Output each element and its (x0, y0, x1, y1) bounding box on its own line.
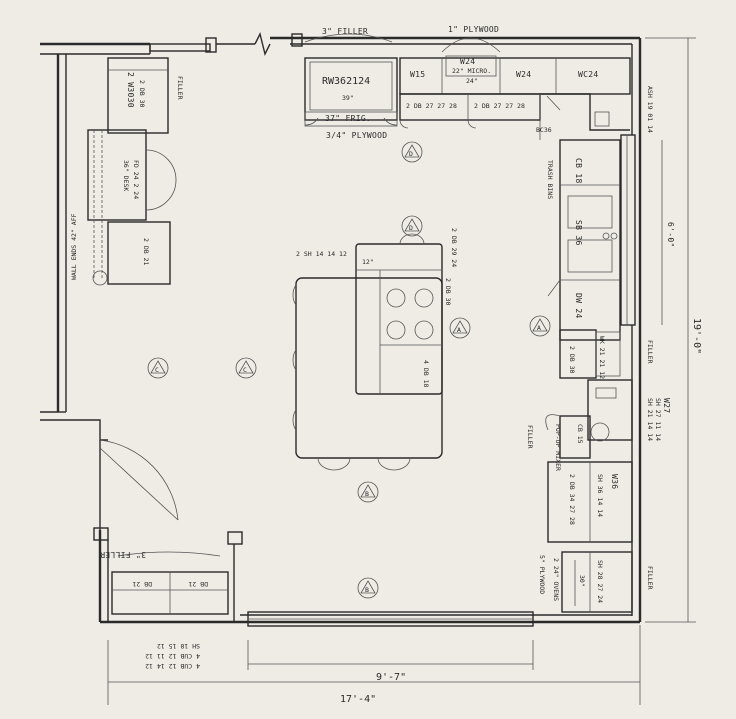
label-db21-left: 2 DB 21 (142, 238, 150, 265)
label-w27: W27 (662, 398, 671, 413)
island (292, 233, 443, 471)
label-bc36: BC36 (536, 126, 552, 134)
svg-text:B: B (365, 586, 369, 594)
left-wall-cabinets (87, 57, 177, 286)
svg-text:D: D (409, 150, 413, 158)
label-db21-b: DB 21 (188, 580, 208, 588)
label-sb36: SB 36 (574, 220, 583, 246)
label-w3030: 2 W3030 (126, 72, 135, 108)
label-desk: 36" DESK (122, 160, 130, 191)
dim-sink-wall: 6'-0" (666, 222, 675, 248)
label-w24-micro: W24 (460, 57, 475, 66)
right-wall-cabinets (545, 139, 633, 613)
label-cb18: CB 18 (574, 158, 583, 184)
label-fridge-37: 37" FRIG. (325, 114, 371, 123)
label-island-12: 12" (362, 258, 374, 266)
label-db-34: 2 DB 34 27 28 (568, 474, 576, 525)
dim-overall-width: 17'-4" (340, 694, 376, 705)
label-micro-22: 22" MICRO. (452, 67, 491, 75)
label-filler-bottom: 3" FILLER (100, 550, 146, 559)
section-mark-a-right: A (529, 315, 551, 337)
section-mark-c-left: C (147, 357, 169, 379)
label-wk: WK 21 21 12 (598, 336, 606, 379)
label-ovens: 2 24" OVENS (552, 558, 560, 601)
label-popup-mixer: POP-UP MIXER (554, 424, 562, 471)
svg-text:D: D (409, 224, 413, 232)
dimension-lines (107, 37, 696, 705)
label-db30-left: 2 DB 30 (138, 80, 146, 107)
svg-text:B: B (365, 490, 369, 498)
label-sh21: SH 21 14 14 (646, 398, 654, 441)
section-mark-d-top: D (401, 141, 423, 163)
section-mark-a-island: A (449, 317, 471, 339)
label-fridge-39: 39" (342, 94, 354, 102)
label-sh28: SH 28 27 24 (596, 560, 604, 603)
label-sh27: SH 27 11 14 (654, 398, 662, 441)
dim-window-width: 9'-7" (376, 672, 406, 683)
label-wc24: WC24 (578, 70, 598, 79)
svg-text:C: C (243, 366, 247, 374)
label-db30-right: 2 DB 30 (568, 346, 576, 373)
label-filler-right2: FILLER (646, 566, 654, 590)
label-plywood-34: 3/4" PLYWOOD (326, 131, 387, 140)
label-plywood-1in: 1" PLYWOOD (448, 25, 499, 34)
label-island-db30: 2 DB 30 (444, 278, 452, 305)
label-w24: W24 (516, 70, 531, 79)
label-w15: W15 (410, 70, 425, 79)
section-marks: D D A A C C B B (147, 141, 551, 599)
label-island-4db: 4 DB 18 (422, 360, 430, 387)
label-ash: ASH 19 01 14 (646, 86, 654, 133)
svg-text:C: C (155, 366, 159, 374)
bench-cabinets (111, 551, 229, 615)
top-wall-cabinets (304, 33, 631, 140)
label-db21-a: DB 21 (132, 580, 152, 588)
label-sh36: SH 36 14 14 (596, 474, 604, 517)
label-bottom-note-1: SH 18 15 12 (157, 642, 200, 650)
label-bottom-note-2: 4 CUB 12 11 12 (145, 652, 200, 660)
walls (40, 31, 642, 627)
section-mark-b-island: B (357, 481, 379, 503)
label-dw24: DW 24 (574, 293, 583, 319)
label-ply-5: 5" PLYWOOD (538, 555, 546, 594)
label-island-sh: 2 SH 14 14 12 (296, 250, 347, 258)
labels: 3" FILLER 1" PLYWOOD RW362124 39" 37" FR… (70, 25, 702, 705)
label-filler-left: FILLER (176, 76, 184, 100)
label-bottom-note-3: 4 CUB 12 14 12 (145, 662, 200, 670)
label-dim-30: 30" (578, 575, 586, 587)
section-mark-c-center: C (235, 357, 257, 379)
label-fd: FD 24 2 24 (132, 160, 140, 199)
label-wall-ends: WALL ENDS 42" AFF (70, 213, 78, 280)
label-filler-mixer: FILLER (526, 425, 534, 449)
label-db-left: 2 DB 27 27 28 (406, 102, 457, 110)
label-island-db: 2 DB 29 24 (450, 228, 458, 267)
svg-text:A: A (537, 324, 541, 332)
section-mark-b-bottom: B (357, 577, 379, 599)
label-trash: TRASH BINS (546, 160, 554, 199)
label-fridge-cab: RW362124 (322, 76, 370, 87)
section-mark-d-island: D (401, 215, 423, 237)
label-filler-right1: FILLER (646, 340, 654, 364)
label-dim-24: 24" (466, 77, 478, 85)
svg-text:A: A (457, 326, 461, 334)
label-cb15: CB 15 (576, 424, 584, 444)
label-w36: W36 (610, 474, 619, 489)
label-db-right: 2 DB 27 27 28 (474, 102, 525, 110)
label-filler-top: 3" FILLER (322, 27, 368, 36)
dim-overall-depth: 19'-0" (691, 318, 702, 354)
